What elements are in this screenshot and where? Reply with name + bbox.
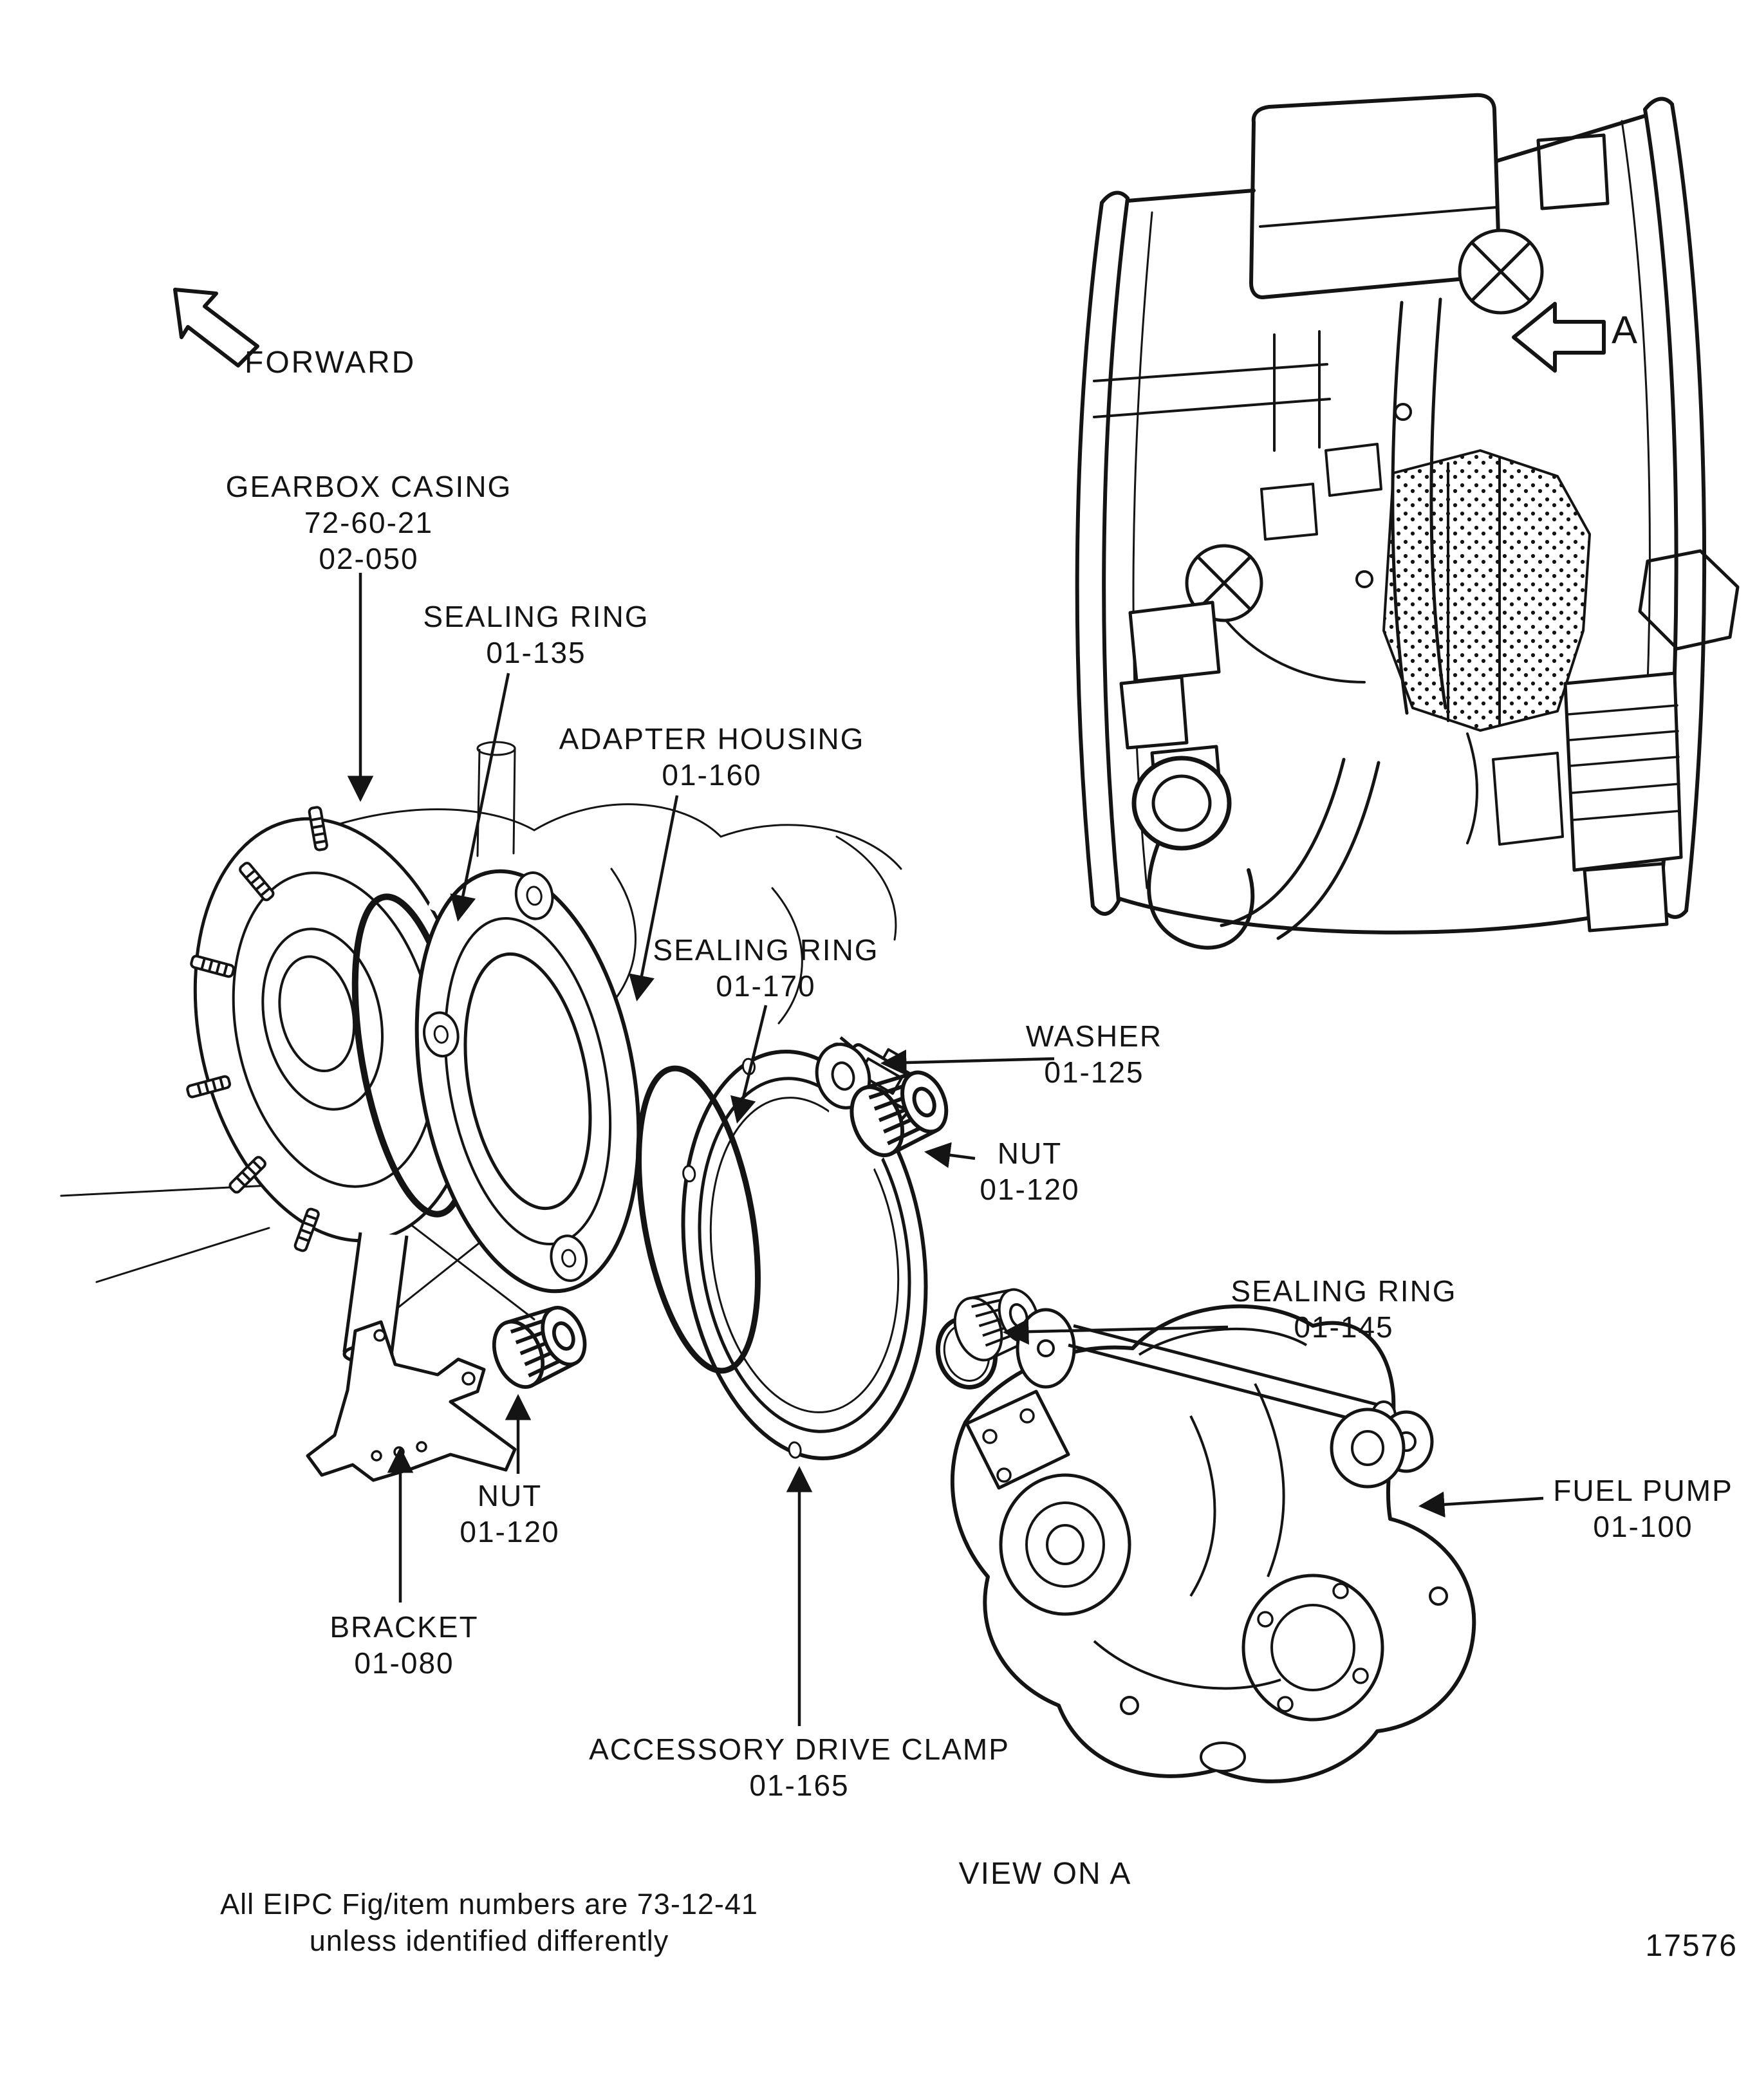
forward-arrow-icon	[173, 288, 259, 367]
callout-line: SEALING RING	[1231, 1274, 1457, 1308]
forward-label: FORWARD	[245, 346, 416, 380]
detail-marker-a: A	[1612, 308, 1640, 351]
eipc-note: All EIPC Fig/item numbers are 73-12-41 u…	[167, 1886, 811, 1959]
leader-fuel-pump	[1418, 1491, 1544, 1518]
callout-line: 01-165	[749, 1769, 850, 1802]
callout-accessory-drive-clamp: ACCESSORY DRIVE CLAMP 01-165	[574, 1731, 1025, 1803]
callout-line: WASHER	[1025, 1019, 1163, 1053]
callout-line: 02-050	[319, 542, 419, 575]
callout-fuel-pump: FUEL PUMP 01-100	[1450, 1473, 1757, 1545]
casing-studs	[186, 806, 328, 1252]
callout-sealing-ring-135: SEALING RING 01-135	[343, 599, 729, 671]
callout-line: 01-120	[460, 1515, 560, 1548]
callout-line: 01-120	[980, 1173, 1080, 1206]
figure-number: 17576	[1645, 1929, 1738, 1963]
eipc-note-line1: All EIPC Fig/item numbers are 73-12-41	[220, 1888, 758, 1920]
callout-line: SEALING RING	[423, 600, 649, 633]
callout-line: 01-135	[486, 636, 586, 669]
callout-line: SEALING RING	[653, 933, 879, 967]
fuel-pump-drawing	[950, 1288, 1476, 1783]
leader-sealing-ring-170	[730, 1005, 768, 1124]
eipc-note-line2: unless identified differently	[309, 1924, 669, 1957]
callout-nut-upper: NUT 01-120	[837, 1135, 1223, 1207]
leader-sealing-ring-135	[450, 673, 510, 922]
nut-lower-drawing	[485, 1297, 595, 1395]
leader-sealing-ring-145	[1002, 1318, 1229, 1345]
callout-line: 01-170	[716, 969, 816, 1003]
view-caption: VIEW ON A	[852, 1856, 1238, 1892]
view-caption-text: VIEW ON A	[958, 1857, 1132, 1891]
callout-washer: WASHER 01-125	[901, 1018, 1287, 1090]
bracket-drawing	[306, 1320, 517, 1482]
view-direction-arrow-icon	[1512, 302, 1606, 373]
callout-line: 72-60-21	[304, 506, 434, 539]
leader-washer	[880, 1049, 1055, 1076]
callout-sealing-ring-145: SEALING RING 01-145	[1151, 1273, 1537, 1345]
callout-gearbox-casing: GEARBOX CASING 72-60-21 02-050	[176, 469, 562, 577]
callout-line: 01-125	[1044, 1055, 1144, 1089]
callout-line: 01-080	[354, 1646, 454, 1680]
callout-line: 01-100	[1593, 1510, 1693, 1543]
gearbox-casing-drawing	[186, 806, 476, 1364]
leader-arrows	[347, 573, 1544, 1726]
callout-nut-lower: NUT 01-120	[317, 1478, 703, 1550]
callout-bracket: BRACKET 01-080	[211, 1609, 597, 1681]
sealing-ring-170-drawing	[636, 1061, 761, 1374]
callout-line: FUEL PUMP	[1553, 1474, 1733, 1507]
callout-line: NUT	[997, 1137, 1063, 1170]
callout-line: BRACKET	[330, 1610, 479, 1644]
adapter-housing-drawing	[414, 869, 641, 1294]
leader-nut-upper	[924, 1142, 976, 1168]
engine-illustration	[1075, 93, 1740, 950]
callout-adapter-housing: ADAPTER HOUSING 01-160	[519, 721, 905, 793]
callout-sealing-ring-170: SEALING RING 01-170	[573, 932, 959, 1004]
callout-line: 01-160	[662, 758, 762, 792]
callout-line: ADAPTER HOUSING	[559, 722, 865, 756]
callout-line: NUT	[477, 1479, 543, 1512]
callout-line: 01-145	[1294, 1310, 1394, 1344]
callout-line: GEARBOX CASING	[225, 470, 512, 503]
callout-line: ACCESSORY DRIVE CLAMP	[589, 1733, 1010, 1766]
leader-adapter-housing	[629, 795, 679, 1001]
